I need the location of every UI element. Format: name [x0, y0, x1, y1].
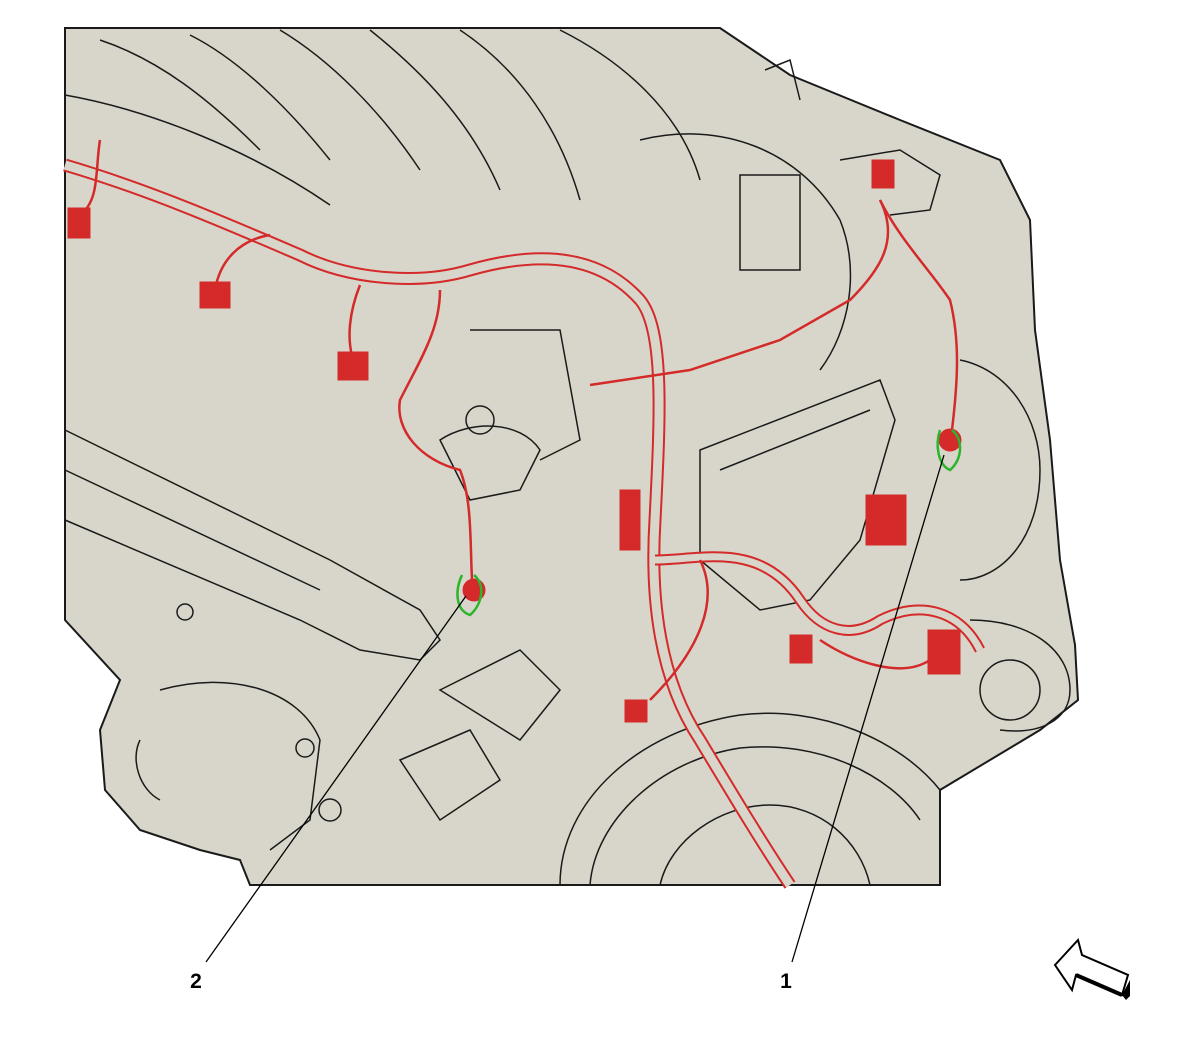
callout-2-leader	[205, 595, 467, 963]
callout-1-leader	[791, 454, 945, 963]
ground-strap-2	[456, 574, 483, 617]
view-direction-arrow-icon	[1053, 937, 1130, 1000]
wiring-harness	[63, 139, 985, 889]
callout-2-label: 2	[190, 970, 202, 993]
ground-straps	[456, 429, 962, 617]
engine-outline-details	[64, 29, 1071, 886]
callout-1-label: 1	[780, 970, 792, 993]
engine-block	[64, 27, 1080, 886]
ground-strap-1	[936, 429, 962, 472]
